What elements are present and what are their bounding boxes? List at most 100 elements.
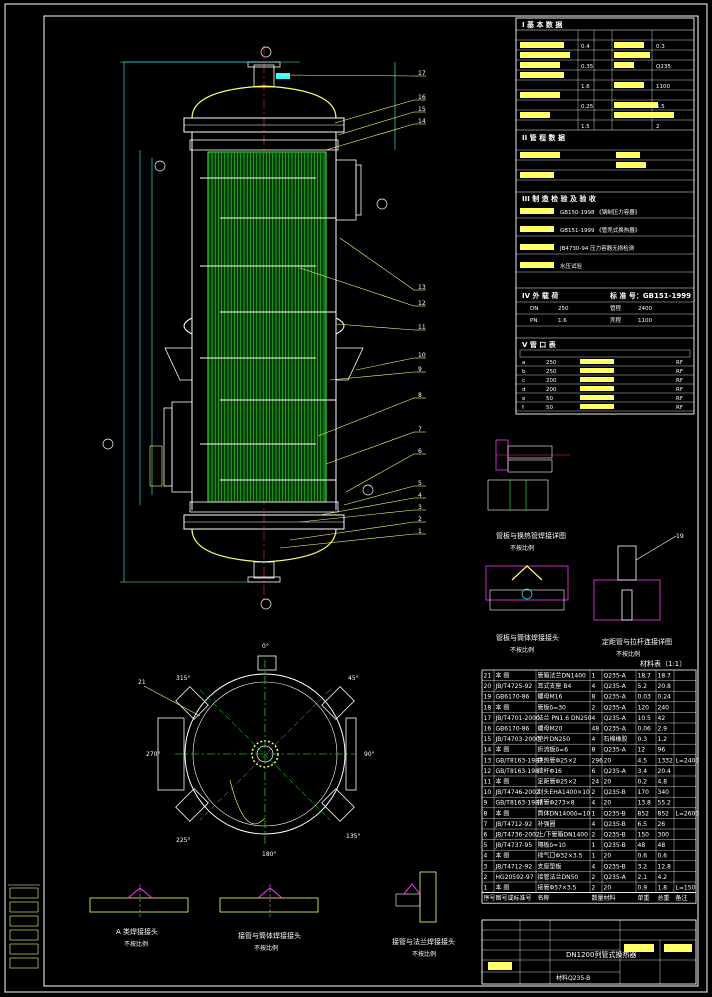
- detail-3-caption: 定距管与拉杆连接详图: [602, 637, 672, 646]
- weld-c-caption: 接管与法兰焊接接头: [392, 937, 455, 946]
- bom-cell: 120: [638, 704, 650, 711]
- bom-column-header: 单重: [638, 894, 650, 902]
- bom-cell: Q235-A: [604, 747, 627, 754]
- load-label: PN: [530, 318, 537, 324]
- bom-cell: Q235-A: [604, 726, 627, 733]
- bom-cell: 0.2: [638, 779, 648, 786]
- bom-cell: 本 图: [496, 852, 510, 860]
- bom-cell: 21: [484, 673, 492, 680]
- bom-cell: 2: [592, 704, 596, 711]
- bom-cell: 1: [484, 885, 488, 892]
- bom-cell: 本 图: [496, 703, 510, 711]
- bom-cell: 排气口Φ32×3.5: [538, 852, 583, 860]
- bom-cell: L=150: [676, 885, 696, 892]
- bom-cell: 48: [658, 842, 666, 849]
- leader-label: 14: [418, 118, 426, 125]
- bom-cell: 管板δ=30: [538, 703, 567, 711]
- nozzle-id: f: [522, 405, 525, 411]
- support-lug-right: [335, 347, 364, 381]
- bottom-tubesheet: [189, 501, 339, 513]
- bom-column-header: 材料: [604, 894, 616, 902]
- drawing-title: DN1200列管式换热器: [566, 950, 636, 959]
- bom-cell: 20: [604, 853, 612, 860]
- bom-cell: 26: [658, 821, 666, 828]
- load-label: 壳程: [610, 316, 622, 324]
- bom-cell: 0.24: [658, 694, 672, 701]
- bom-cell: 2.1: [638, 874, 648, 881]
- nozzle-face: RF: [676, 378, 683, 384]
- bom-column-header: 数量: [592, 894, 604, 902]
- bom-cell: 14: [484, 747, 492, 754]
- leader-label: 6: [418, 448, 422, 455]
- plan-angle-label: 180°: [262, 851, 276, 858]
- bom-cell: 接管Φ57×3.5: [538, 884, 577, 892]
- top-vent: [276, 73, 290, 79]
- bom-cell: JB/T4701-2000: [495, 715, 540, 722]
- bom-cell: 筒体DN1400δ=10: [538, 809, 591, 817]
- load-value: 2400: [638, 306, 652, 312]
- plan-angle-label: 0°: [262, 643, 269, 650]
- weld-a-scale: 不按比例: [124, 940, 148, 948]
- bom-cell: 上/下管箱DN1400: [538, 831, 589, 839]
- bom-cell: GB6170-86: [496, 726, 530, 733]
- bom-cell: 18.7: [658, 673, 672, 680]
- bom-cell: Q235-A: [604, 874, 627, 881]
- plan-angle-label: 90°: [364, 751, 375, 758]
- external-loads-title: IV 外 载 荷: [522, 291, 558, 300]
- bom-cell: Q235-B: [604, 832, 626, 839]
- design-value: 5.5: [656, 104, 665, 110]
- bom-cell: 20: [604, 885, 612, 892]
- leader-label: 8: [418, 392, 422, 399]
- plan-shell-outer: [184, 673, 346, 835]
- leader-label: 16: [418, 94, 426, 101]
- bom-cell: 螺母M16: [538, 693, 563, 701]
- top-tubesheet: [189, 139, 339, 151]
- nozzle-size: 50: [546, 396, 553, 402]
- bom-cell: 折流板δ=6: [538, 746, 569, 754]
- weld-details: A 类焊接接头 不按比例 接管与筒体焊接接头 不按比例 接管与法兰焊接接头 不按…: [89, 871, 455, 958]
- bom-cell: 石棉橡胶: [604, 735, 628, 743]
- bom-cell: 3: [484, 863, 488, 870]
- bom-cell: 接管法兰DN50: [538, 873, 579, 881]
- bom-cell: GB/T8163-1987: [496, 800, 543, 807]
- bom-cell: 8: [484, 810, 488, 817]
- inspection-row: GB151-1999 《管壳式换热器》: [560, 226, 640, 234]
- bom-cell: 20.4: [658, 768, 672, 775]
- design-value: 0.25: [581, 104, 594, 110]
- bom-cell: 螺母M20: [538, 725, 563, 733]
- bom-cell: GB6170-86: [496, 694, 530, 701]
- bom-cell: 6: [592, 768, 596, 775]
- leader-label: 9: [418, 366, 422, 373]
- load-value: 1.6: [558, 318, 567, 324]
- detail-tube-to-tubesheet: 管板与换热管焊接详图 不按比例: [487, 439, 570, 552]
- design-value: 2: [656, 124, 660, 130]
- bom-column-header: 备注: [676, 894, 688, 902]
- nozzle-markers: [102, 46, 388, 610]
- bom-column-header: 总重: [658, 894, 670, 902]
- bom-cell: 3.2: [638, 863, 648, 870]
- bom-cell: 1: [592, 810, 596, 817]
- bom-column-header: 序号: [484, 894, 496, 902]
- bom-cell: 150: [638, 832, 650, 839]
- bom-cell: 定距管Φ25×2: [538, 778, 577, 786]
- bom-cell: Q235-B: [604, 863, 626, 870]
- bom-cell: 4: [484, 853, 488, 860]
- load-value: 250: [558, 306, 569, 312]
- expansion-joint-right: [335, 317, 345, 335]
- nozzle-id: e: [522, 396, 526, 402]
- bom-cell: 本 图: [496, 809, 510, 817]
- bom-cell: Q235-B: [604, 789, 626, 796]
- leader-label: 3: [418, 504, 422, 511]
- leader-label: 7: [418, 426, 422, 433]
- leader-label: 2: [418, 516, 422, 523]
- bom-cell: 170: [638, 789, 650, 796]
- bom-cell: 2.9: [658, 726, 668, 733]
- bom-cell: 296: [592, 757, 604, 764]
- bom-cell: JB/T4712-92: [495, 863, 533, 870]
- design-value: 0.4: [581, 44, 590, 50]
- bom-cell: 20: [604, 800, 612, 807]
- bom-cell: 5.2: [638, 683, 648, 690]
